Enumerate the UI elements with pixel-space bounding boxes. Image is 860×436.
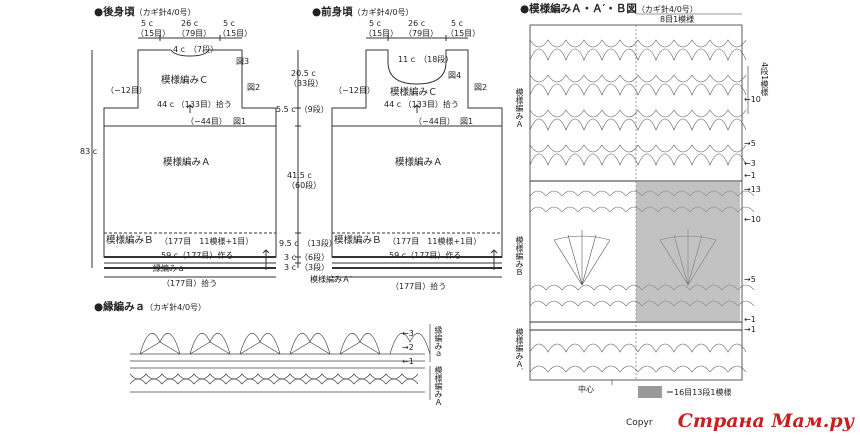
back-edge-a: 縁編みａ [153, 264, 185, 273]
front-pattern-c: 模様編みＣ [390, 87, 438, 98]
back-pattern-a: 模様編みＡ [163, 157, 211, 168]
back-pickup177: （177目）拾う [162, 279, 218, 288]
dim-5-5: 5.5 c （9段） [276, 105, 329, 114]
front-pickup44: 44 c （133目）拾う [384, 100, 459, 109]
dim-60-rows: （60段） [287, 181, 322, 190]
front-dim-mid-st: （79目） [404, 29, 439, 38]
row-mark-1a: ←1 [744, 171, 756, 180]
back-fig2: 図2 [247, 83, 261, 92]
back-minus44: （−44目） [186, 117, 227, 126]
back-fig3: 図3 [236, 57, 250, 66]
back-minus12: （−12目） [106, 86, 147, 95]
front-dim-left-st: （15目） [364, 29, 399, 38]
row-mark-1c: →1 [744, 325, 756, 334]
back-dim-left: 5 c [141, 19, 154, 28]
back-height: 83 c [80, 147, 98, 156]
front-dim-right-st: （15目） [446, 29, 481, 38]
front-pattern-a2: 模様編みＡ′ [310, 275, 352, 284]
front-fig4: 図4 [448, 71, 462, 80]
dim-9-5: 9.5 c （13段） [279, 239, 337, 248]
back-dim-left-st: （15目） [136, 29, 171, 38]
chart-label-a2: 模様編みＡ′ [515, 328, 524, 370]
row-mark-5b: →5 [744, 275, 756, 284]
front-title: ●前身頃（カギ針4/0号） [312, 6, 414, 18]
legend-swatch [638, 386, 662, 398]
row-mark-10a: ←10 [744, 95, 761, 104]
back-dim-right: 5 c [223, 19, 236, 28]
row-mark-5a: →5 [744, 139, 756, 148]
front-dim-left: 5 c [369, 19, 382, 28]
row-mark-1b: ←1 [744, 315, 756, 324]
front-neck: 11 c （18段） [398, 55, 454, 64]
front-minus44: （−44目） [414, 117, 455, 126]
front-make59: 59 c（177目）作る [389, 251, 462, 260]
back-title: ●後身頃（カギ針4/0号） [94, 6, 196, 18]
back-yoke-outline [103, 49, 277, 127]
edge-row3: ←3 [402, 329, 414, 338]
front-fig2: 図2 [474, 83, 488, 92]
back-pattern-c: 模様編みＣ [161, 75, 209, 86]
chart-label-a: 模様編みＡ [515, 88, 524, 128]
edge-a-motif [129, 324, 431, 400]
dim-33-rows: （33段） [289, 79, 324, 88]
front-b-count: （177目 11模様+1目） [388, 237, 482, 246]
watermark: Страна Мам.ру [677, 410, 854, 432]
back-pattern-b: 模様編みＢ [106, 235, 154, 246]
row-mark-3a: ←3 [744, 159, 756, 168]
dim-3-3: 3 c （3段） [284, 263, 330, 272]
chart-repeat: 8目1模様 [660, 15, 695, 24]
chart-rep-rows: 4段1模様 [760, 62, 769, 97]
edge-row1: ←1 [402, 357, 414, 366]
edge-title: ●縁編みａ（カギ針4/0号） [94, 301, 207, 313]
front-minus12: （−12目） [334, 86, 375, 95]
dim-41-5: 41.5 c [287, 171, 312, 180]
chart-label-b: 模様編みＢ [515, 236, 524, 276]
copyright: Copyr [626, 418, 653, 428]
front-yoke-outline [331, 49, 503, 127]
back-dim-mid-st: （79目） [177, 29, 212, 38]
chart-title: ●模様編みＡ・Ａ′・Ｂ図（カギ針4/0号） [520, 3, 698, 15]
row-mark-13: →13 [744, 185, 761, 194]
back-fig1: 図1 [233, 117, 247, 126]
dim-3-6: 3 c （6段） [284, 253, 330, 262]
edge-row2: →2 [402, 343, 414, 352]
front-pattern-a: 模様編みＡ [395, 157, 443, 168]
gray-repeat-area [636, 182, 740, 322]
row-mark-10b: ←10 [744, 215, 761, 224]
front-pattern-b: 模様編みＢ [334, 235, 382, 246]
front-dim-mid: 26 c [408, 19, 426, 28]
back-dim-mid: 26 c [181, 19, 199, 28]
front-dim-right: 5 c [451, 19, 464, 28]
back-b-count: （177目 11模様+1目） [160, 237, 254, 246]
back-make59: 59 c（177目）作る [161, 251, 234, 260]
back-dim-right-st: （15目） [218, 29, 253, 38]
chart-legend: ＝16目13段1模様 [666, 388, 732, 397]
back-pickup44: 44 c （133目）拾う [157, 100, 232, 109]
dim-20-5: 20.5 c [291, 69, 316, 78]
edge-label-bottom: 模様編みＡ [434, 366, 443, 406]
edge-label-top: 縁編みａ [434, 326, 443, 358]
front-pickup177: （177目）拾う [391, 282, 447, 291]
back-neck: 4 c （7段） [173, 45, 219, 54]
front-fig1: 図1 [460, 117, 474, 126]
chart-center: 中心 [578, 385, 594, 394]
